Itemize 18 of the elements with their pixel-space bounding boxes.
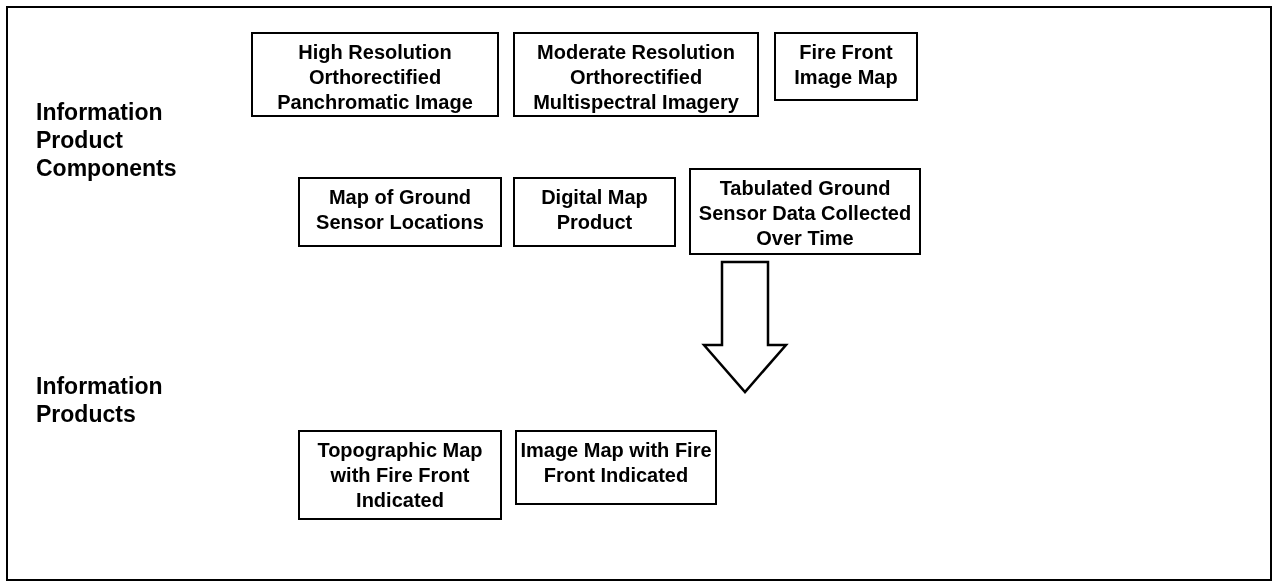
box-text: Tabulated Ground Sensor Data Collected Over Time [697,176,913,251]
section-label: Information Product Components [36,98,178,182]
process-box [774,32,918,101]
section-label: Information Products [36,372,164,428]
process-box [513,177,676,247]
box-text: Fire Front Image Map [793,40,899,90]
process-box [515,430,717,505]
process-box [251,32,499,117]
process-box [298,177,502,247]
box-text: Map of Ground Sensor Locations [315,185,485,235]
box-text: Digital Map Product [540,185,649,235]
process-box [298,430,502,520]
box-text: High Resolution Orthorectified Panchromatic Image [276,40,474,115]
box-text: Image Map with Fire Front Indicated [519,438,713,488]
box-text: Moderate Resolution Orthorectified Multispectral Imagery [532,40,740,115]
process-box [689,168,921,255]
process-box [513,32,759,117]
box-text: Topographic Map with Fire Front Indicated [316,438,484,513]
